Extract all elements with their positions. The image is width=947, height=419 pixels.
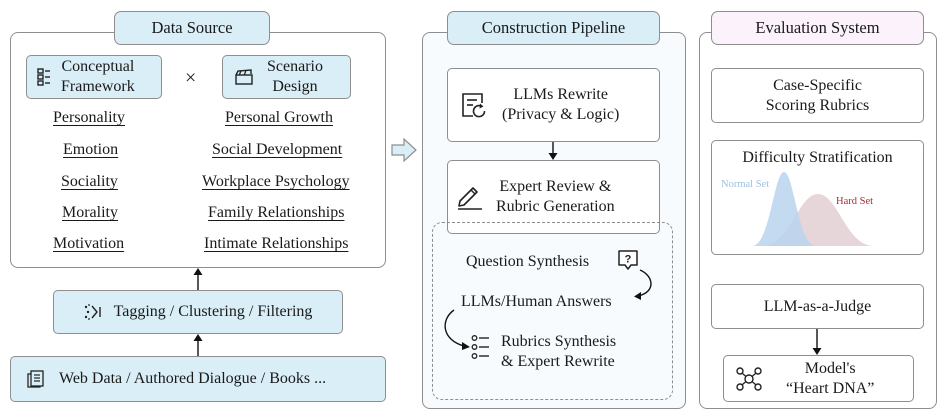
construction-pipeline-header: Construction Pipeline <box>447 11 660 45</box>
case-specific-box[interactable]: Case-Specific Scoring Rubrics <box>711 68 924 123</box>
document-icon <box>27 370 45 388</box>
scenario-design-label: Scenario Design <box>267 58 323 95</box>
arrow-up-to-data-source <box>193 268 203 290</box>
normal-set-curve <box>752 172 816 246</box>
curved-arrow-to-answers <box>634 269 652 300</box>
framework-item-morality[interactable]: Morality <box>62 204 118 221</box>
difficulty-distribution-chart <box>752 172 874 246</box>
scenario-item-workplace-psychology[interactable]: Workplace Psychology <box>202 173 350 190</box>
case-specific-label: Case-Specific Scoring Rubrics <box>765 76 870 114</box>
normal-set-label: Normal Set <box>721 179 770 190</box>
answers-label: LLMs/Human Answers <box>461 293 612 310</box>
flow-arrow-right <box>391 137 417 163</box>
tagging-box[interactable]: Tagging / Clustering / Filtering <box>53 290 343 334</box>
llm-judge-box[interactable]: LLM-as-a-Judge <box>711 284 924 329</box>
synthesis-dashed-group <box>432 222 673 400</box>
evaluation-system-header: Evaluation System <box>711 11 924 45</box>
arrow-up-to-tagging <box>193 334 203 356</box>
expert-review-box[interactable]: Expert Review & Rubric Generation <box>447 160 660 234</box>
llm-rewrite-box[interactable]: LLMs Rewrite (Privacy & Logic) <box>447 68 660 142</box>
clapperboard-icon <box>235 69 253 85</box>
arrow-down-to-model-dna <box>812 329 822 355</box>
network-nodes-icon <box>736 366 762 392</box>
document-refresh-icon <box>460 91 488 119</box>
scenario-item-intimate-relationships[interactable]: Intimate Relationships <box>204 235 349 252</box>
framework-item-motivation[interactable]: Motivation <box>53 235 125 252</box>
question-bubble-icon[interactable]: ? <box>617 249 639 271</box>
web-data-box[interactable]: Web Data / Authored Dialogue / Books ... <box>10 356 386 402</box>
svg-text:?: ? <box>625 254 632 266</box>
framework-item-sociality[interactable]: Sociality <box>61 173 118 190</box>
scenario-item-social-development[interactable]: Social Development <box>212 141 343 158</box>
data-source-header: Data Source <box>114 11 270 45</box>
web-data-label: Web Data / Authored Dialogue / Books ... <box>59 370 327 387</box>
scenario-item-family-relationships[interactable]: Family Relationships <box>208 204 345 221</box>
checklist-icon <box>471 334 491 360</box>
model-dna-label: Model's “Heart DNA” <box>786 359 875 397</box>
rubrics-synthesis-label: Rubrics Synthesis & Expert Rewrite <box>501 333 617 370</box>
framework-item-personality[interactable]: Personality <box>53 109 125 126</box>
outline-list-icon <box>37 68 51 86</box>
tagging-label: Tagging / Clustering / Filtering <box>113 303 313 320</box>
curved-arrow-to-rubrics <box>444 309 470 350</box>
conceptual-framework-box[interactable]: Conceptual Framework <box>26 55 162 99</box>
llm-judge-label: LLM-as-a-Judge <box>763 297 872 315</box>
scenario-design-box[interactable]: Scenario Design <box>222 55 351 99</box>
question-synthesis-label: Question Synthesis <box>466 253 590 270</box>
conceptual-framework-label: Conceptual Framework <box>61 58 135 95</box>
pen-signature-icon <box>456 184 484 210</box>
difficulty-stratification-label: Difficulty Stratification <box>742 149 893 166</box>
llm-rewrite-label: LLMs Rewrite (Privacy & Logic) <box>502 86 620 123</box>
expert-review-label: Expert Review & Rubric Generation <box>496 178 615 215</box>
model-dna-box[interactable]: Model's “Heart DNA” <box>723 355 914 402</box>
framework-item-emotion[interactable]: Emotion <box>63 141 119 158</box>
hard-set-label: Hard Set <box>836 196 874 207</box>
filter-sparkle-icon <box>84 303 104 321</box>
times-symbol: × <box>185 67 197 89</box>
scenario-item-personal-growth[interactable]: Personal Growth <box>225 109 333 126</box>
arrow-down-to-expert-review <box>548 142 558 160</box>
